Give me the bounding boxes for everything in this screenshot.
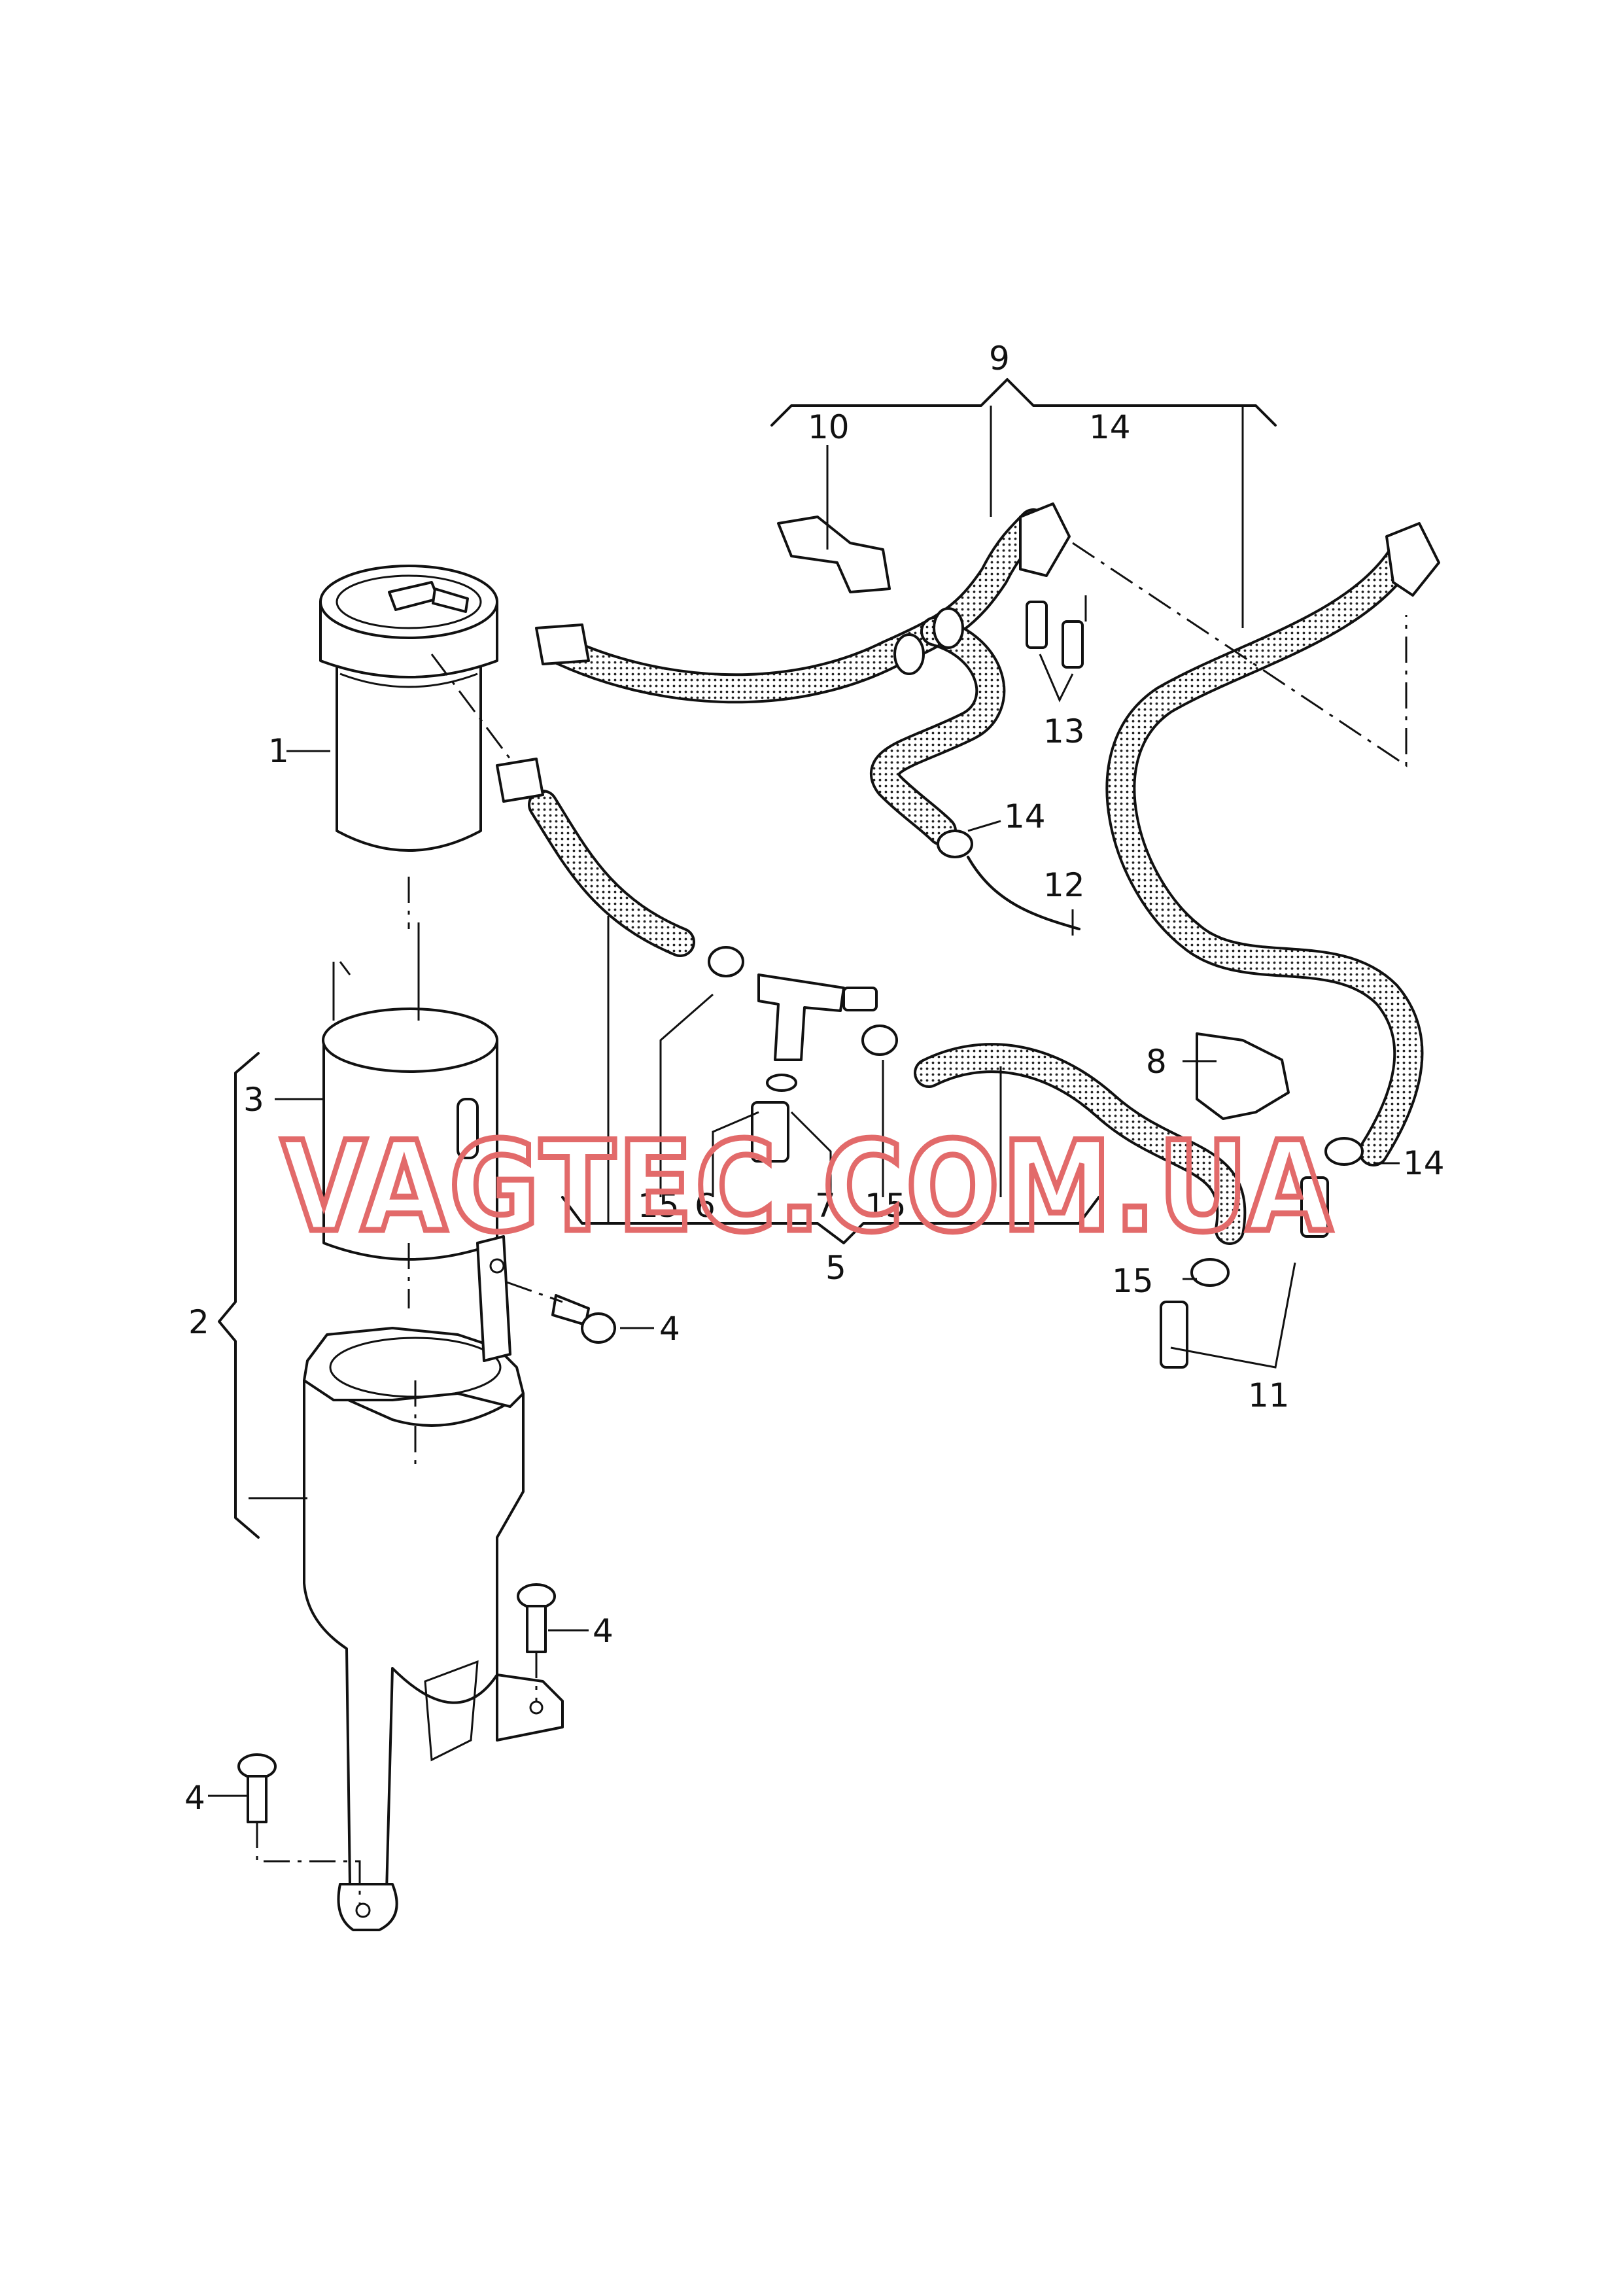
callout-3: 3 <box>243 1081 264 1119</box>
bolt-middle <box>517 1583 556 1653</box>
callout-4c: 4 <box>184 1779 205 1817</box>
callout-13: 13 <box>1043 712 1085 750</box>
callout-12: 12 <box>1043 866 1085 904</box>
callout-7: 7 <box>815 1187 836 1225</box>
watermark: VAGTEC.COM.UA <box>281 1115 1334 1259</box>
callout-5: 5 <box>825 1249 846 1287</box>
callout-6: 6 <box>695 1187 716 1225</box>
bolt-upper <box>551 1294 616 1344</box>
filter-holder-bracket <box>303 922 564 1931</box>
callout-4b: 4 <box>593 1612 613 1650</box>
callout-10: 10 <box>808 408 850 446</box>
fuel-filter <box>319 565 498 852</box>
callout-1: 1 <box>268 732 289 770</box>
callout-2: 2 <box>188 1303 209 1341</box>
hose-lines <box>528 508 1424 1245</box>
callout-labels: 1 2 3 4 4 4 5 6 7 8 9 10 11 12 13 14 14 … <box>184 340 1445 1817</box>
bolt-lower <box>237 1753 277 1823</box>
callout-9: 9 <box>989 340 1010 377</box>
callout-8: 8 <box>1146 1043 1167 1081</box>
callout-15c: 15 <box>1112 1262 1154 1300</box>
leader-lines <box>208 378 1408 1904</box>
fittings <box>496 502 1440 1369</box>
callout-14b: 14 <box>1004 797 1046 835</box>
callout-4a: 4 <box>659 1310 680 1348</box>
callout-11: 11 <box>1248 1376 1290 1414</box>
bolts <box>237 1294 616 1823</box>
callout-15a: 15 <box>638 1187 680 1225</box>
callout-15b: 15 <box>865 1187 907 1225</box>
callout-14c: 14 <box>1403 1144 1445 1182</box>
callout-14a: 14 <box>1089 408 1131 446</box>
